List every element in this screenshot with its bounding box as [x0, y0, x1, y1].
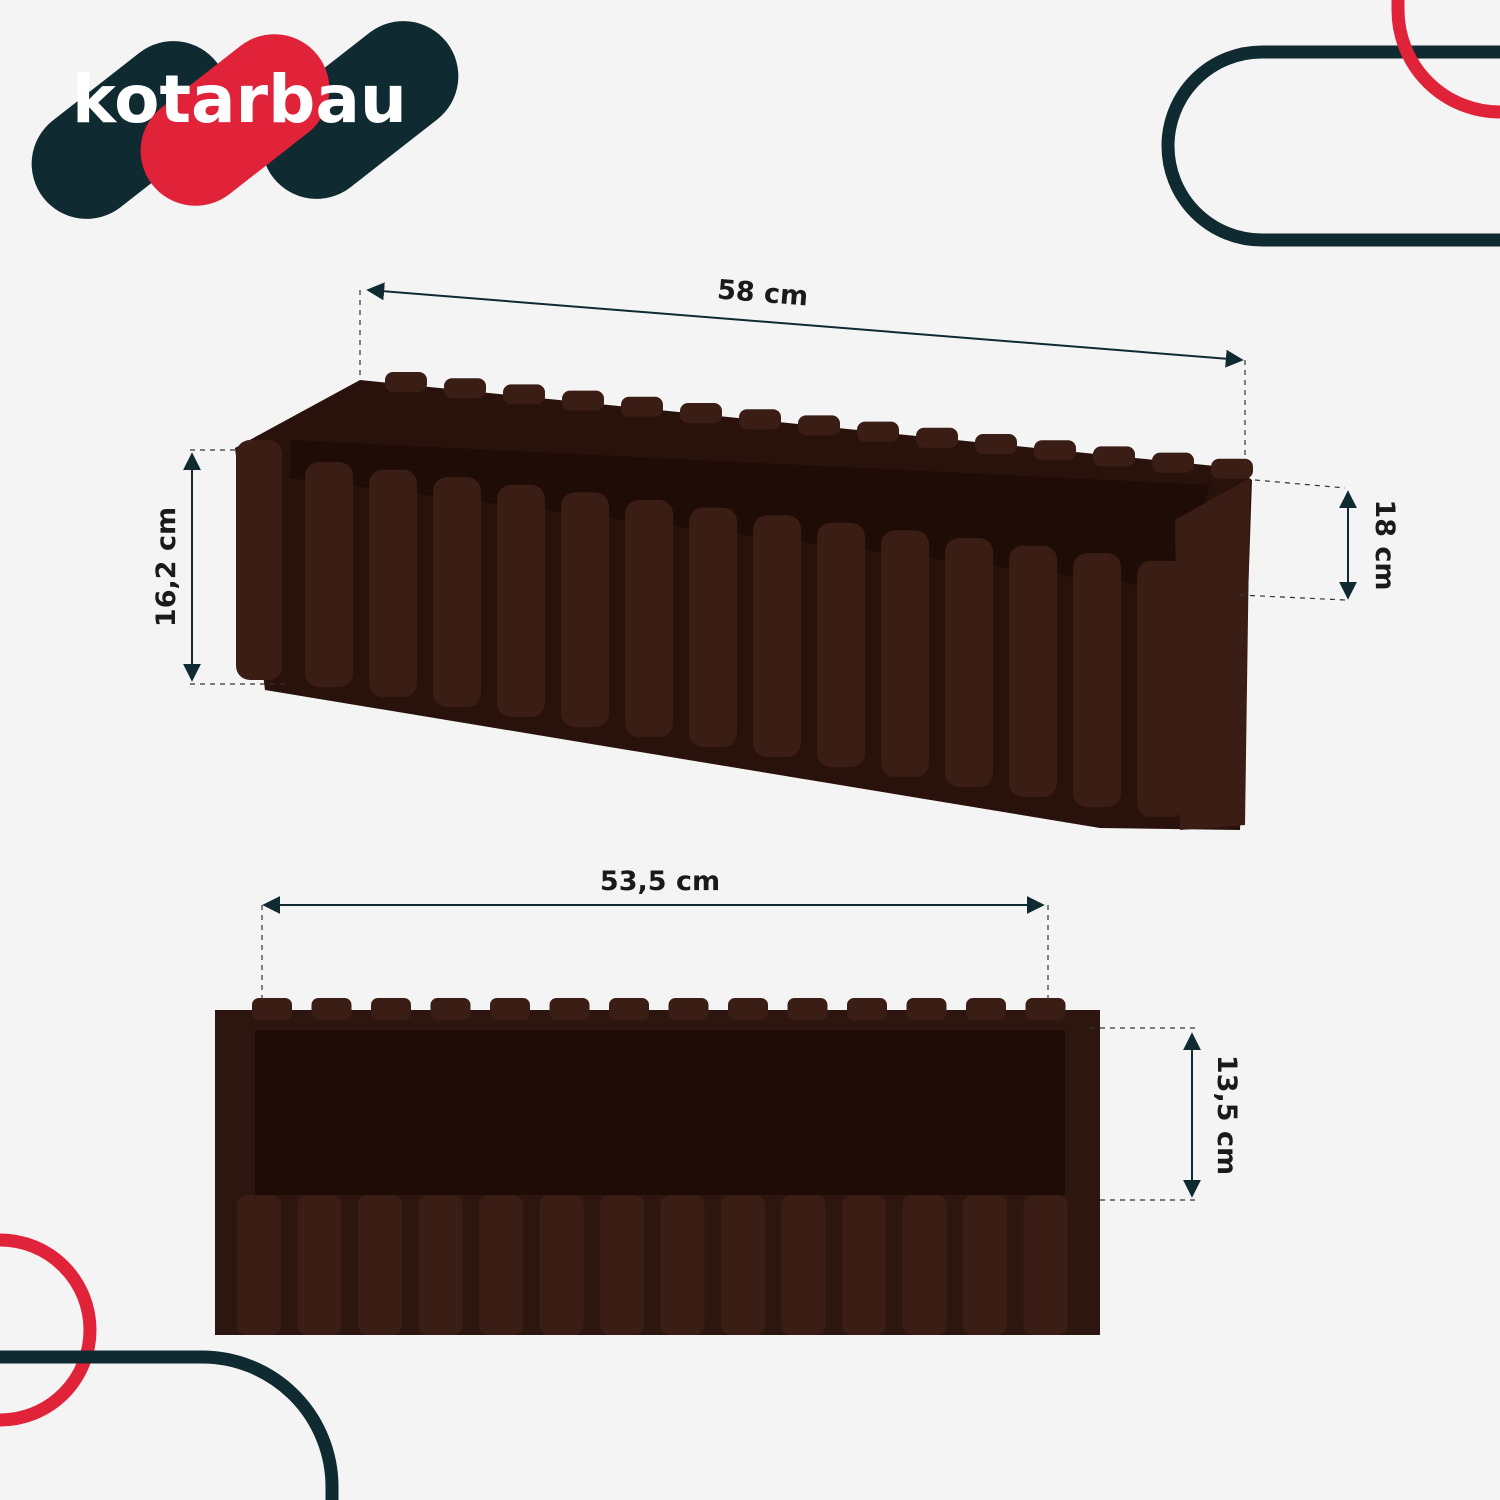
rim-tab	[739, 409, 781, 430]
label-depth-top: 18 cm	[1369, 499, 1400, 590]
label-height-bottom: 13,5 cm	[1211, 1055, 1242, 1175]
rim-tab	[847, 998, 887, 1020]
planter-slat	[369, 469, 417, 697]
planter-slat	[1073, 553, 1121, 807]
logo-pill-center	[140, 34, 330, 206]
planter-slat	[842, 1195, 886, 1335]
rim-tab	[966, 998, 1006, 1020]
planter-slat	[1023, 1195, 1068, 1335]
planter-slat	[625, 500, 673, 737]
rim-tab	[1211, 458, 1253, 479]
planter-slat	[721, 1195, 765, 1335]
planter-slat	[753, 515, 801, 757]
planter-angled-view	[235, 372, 1253, 830]
planter-slat	[963, 1195, 1007, 1335]
logo-pill-right	[261, 21, 459, 199]
planter-slat	[781, 1195, 826, 1335]
rim-tab	[311, 998, 352, 1020]
label-length-bottom: 53,5 cm	[600, 866, 720, 897]
rim-tab	[490, 998, 530, 1020]
rim-tab	[385, 372, 427, 392]
planter-slat	[881, 530, 929, 777]
rim-tab	[798, 415, 840, 436]
planter-slat	[358, 1195, 402, 1335]
dim-arrow-58	[366, 282, 1244, 368]
planter-slat	[479, 1195, 523, 1335]
rim-tab	[430, 998, 471, 1020]
rim-tab	[1093, 446, 1135, 467]
planter-slat	[433, 477, 481, 707]
planter-slat	[600, 1195, 644, 1335]
rim-tab	[252, 998, 292, 1020]
planter-slat	[237, 1195, 281, 1335]
decor-top-right	[1161, 0, 1500, 247]
rim-tab	[857, 421, 899, 442]
rim-tab	[503, 384, 545, 405]
brand-logo: kotarbau	[31, 21, 459, 219]
planter-interior	[255, 1030, 1065, 1195]
planter-slat	[561, 492, 609, 727]
label-height-top: 16,2 cm	[151, 507, 182, 627]
planter-slat	[817, 522, 865, 767]
decor-bottom-left	[0, 1233, 339, 1500]
brand-name: kotarbau	[72, 61, 407, 138]
rim-tab	[668, 998, 709, 1020]
planter-slat	[497, 484, 545, 717]
rim-tab	[975, 434, 1017, 454]
rim-tab	[1034, 440, 1076, 461]
rim-tab	[371, 998, 411, 1020]
rim-tab	[906, 998, 947, 1020]
rim-tab	[609, 998, 649, 1020]
rim-tab	[916, 427, 958, 448]
planter-front-view	[215, 998, 1100, 1335]
planter-slat	[305, 462, 353, 687]
planter-slat	[418, 1195, 463, 1335]
rim-tab	[1025, 998, 1066, 1020]
rim-tab	[787, 998, 828, 1020]
planter-slat	[660, 1195, 705, 1335]
planter-slat	[902, 1195, 947, 1335]
rim-tab	[1152, 452, 1194, 473]
planter-slat	[689, 507, 737, 747]
rim-tab	[728, 998, 768, 1020]
planter-slat	[297, 1195, 342, 1335]
planter-slat	[1137, 560, 1185, 817]
rim-tab	[549, 998, 590, 1020]
planter-side	[1175, 478, 1250, 830]
rim-tab	[621, 396, 663, 417]
rim-tab	[444, 378, 486, 399]
rim-tab	[680, 403, 722, 423]
dimension-lines	[183, 282, 1357, 1201]
planter-slat	[539, 1195, 584, 1335]
planter-slat	[1009, 545, 1057, 797]
label-length-top: 58 cm	[716, 274, 809, 312]
planter-slat	[236, 440, 282, 680]
planter-slat	[945, 538, 993, 787]
logo-pill-left	[31, 41, 229, 219]
rim-tab	[562, 390, 604, 411]
